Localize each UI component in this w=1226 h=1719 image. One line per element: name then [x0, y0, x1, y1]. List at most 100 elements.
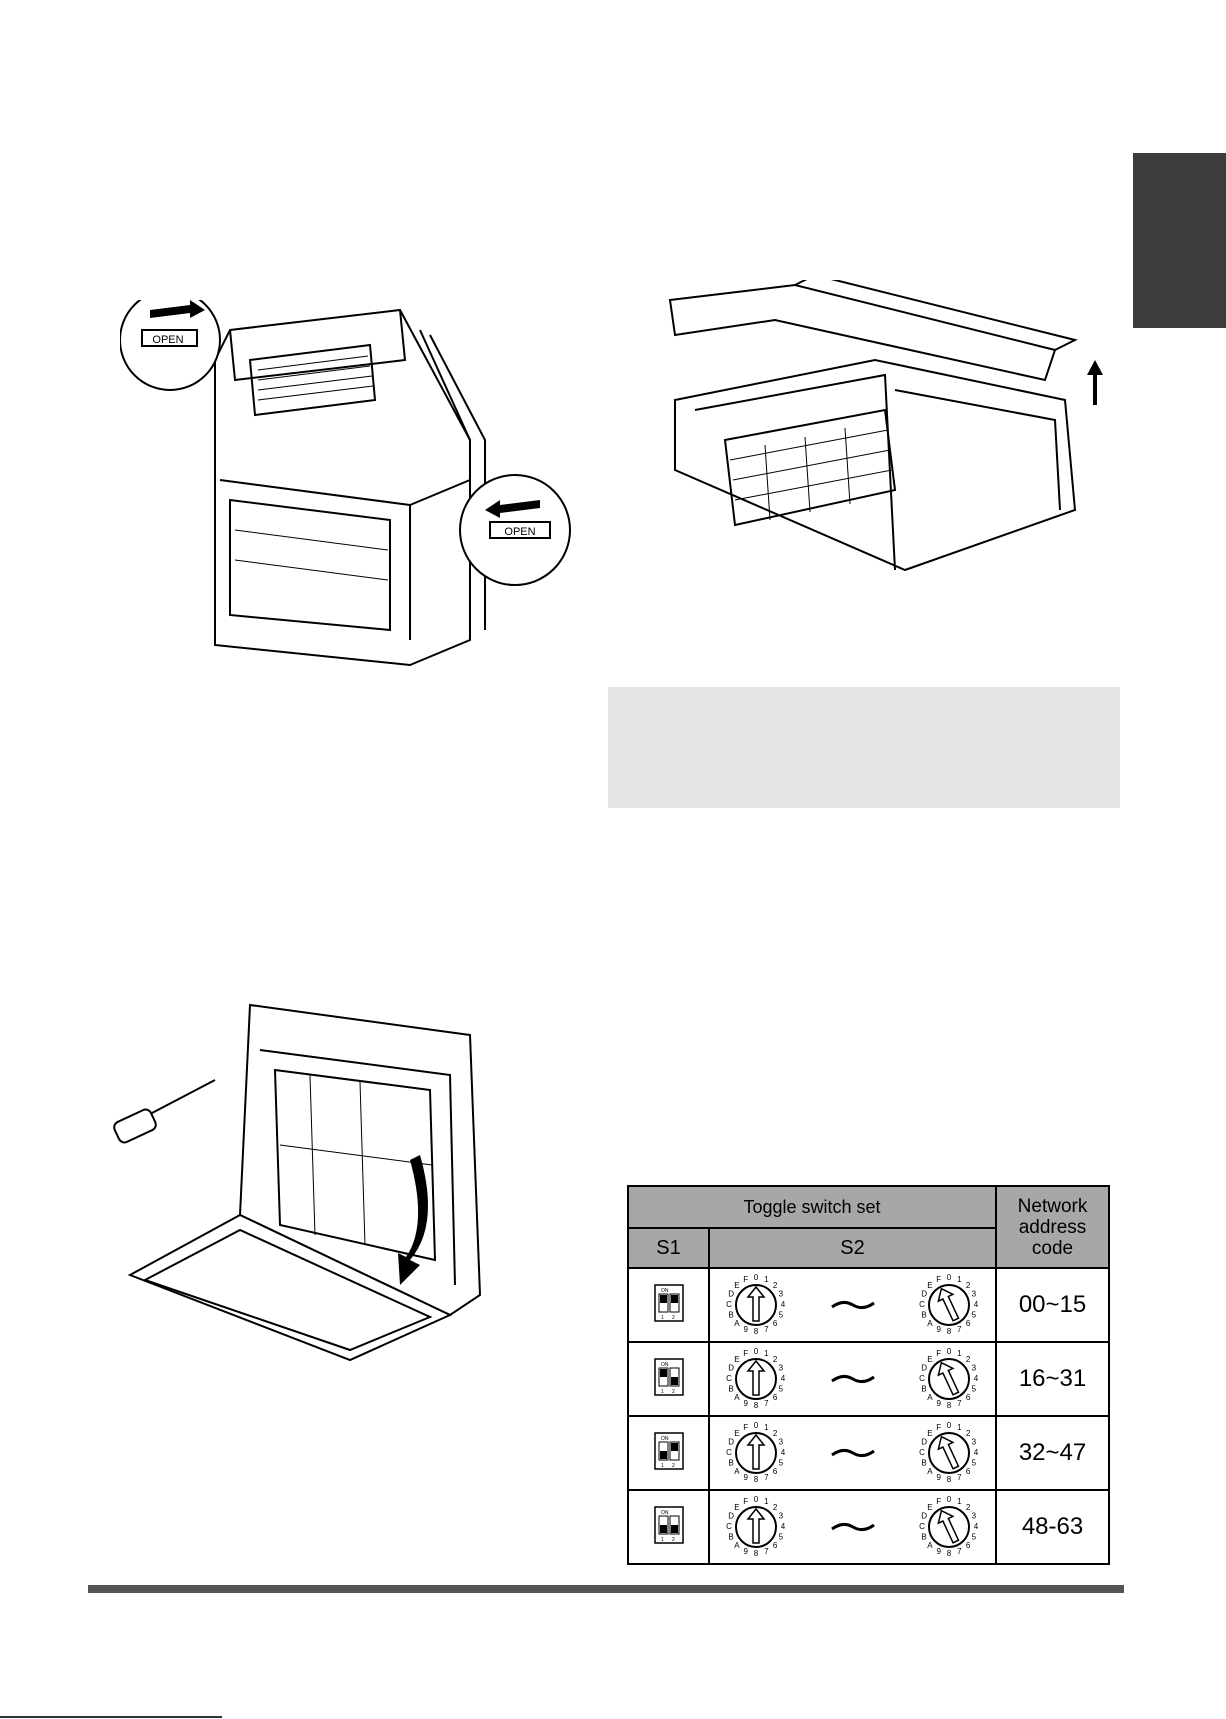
- svg-text:9: 9: [743, 1473, 748, 1482]
- svg-text:6: 6: [966, 1319, 971, 1328]
- svg-text:E: E: [734, 1503, 739, 1512]
- svg-text:E: E: [927, 1355, 932, 1364]
- svg-text:ON: ON: [661, 1436, 669, 1442]
- svg-text:B: B: [728, 1532, 733, 1541]
- svg-text:5: 5: [779, 1532, 784, 1541]
- svg-text:A: A: [927, 1319, 933, 1328]
- open-label-left: OPEN: [152, 334, 183, 346]
- svg-text:ON: ON: [661, 1362, 669, 1368]
- svg-text:C: C: [919, 1300, 925, 1309]
- svg-text:F: F: [936, 1275, 941, 1284]
- svg-text:D: D: [921, 1512, 927, 1521]
- svg-text:D: D: [728, 1290, 734, 1299]
- svg-text:B: B: [728, 1458, 733, 1467]
- svg-text:4: 4: [781, 1522, 786, 1531]
- svg-text:3: 3: [972, 1290, 977, 1299]
- svg-text:6: 6: [773, 1319, 778, 1328]
- panel-removal-figure: [113, 1003, 482, 1362]
- svg-text:0: 0: [947, 1495, 952, 1504]
- svg-text:1: 1: [764, 1349, 769, 1358]
- svg-text:0: 0: [754, 1347, 759, 1356]
- svg-text:9: 9: [936, 1399, 941, 1408]
- svg-text:6: 6: [966, 1541, 971, 1550]
- footer-line: [0, 1716, 222, 1718]
- svg-text:ON: ON: [661, 1510, 669, 1516]
- svg-text:9: 9: [743, 1325, 748, 1334]
- svg-text:8: 8: [754, 1475, 759, 1484]
- range-tilde-icon: [830, 1522, 875, 1532]
- svg-text:0: 0: [754, 1421, 759, 1430]
- svg-text:D: D: [921, 1290, 927, 1299]
- svg-text:1: 1: [764, 1275, 769, 1284]
- svg-text:E: E: [734, 1355, 739, 1364]
- svg-text:6: 6: [966, 1467, 971, 1476]
- header-s1: S1: [627, 1227, 710, 1269]
- svg-text:2: 2: [966, 1281, 971, 1290]
- svg-text:7: 7: [764, 1399, 769, 1408]
- svg-text:2: 2: [966, 1429, 971, 1438]
- svg-text:4: 4: [781, 1300, 786, 1309]
- svg-text:1: 1: [957, 1497, 962, 1506]
- svg-text:D: D: [728, 1512, 734, 1521]
- svg-text:C: C: [726, 1448, 732, 1457]
- svg-text:3: 3: [972, 1364, 977, 1373]
- svg-text:E: E: [734, 1429, 739, 1438]
- svg-text:8: 8: [947, 1549, 952, 1558]
- unit-open-figure: OPEN OPEN: [120, 300, 571, 667]
- svg-text:7: 7: [764, 1325, 769, 1334]
- side-tab: [1133, 153, 1226, 328]
- svg-text:8: 8: [947, 1327, 952, 1336]
- svg-text:D: D: [921, 1438, 927, 1447]
- svg-text:D: D: [921, 1364, 927, 1373]
- address-code-cell: 48-63: [995, 1489, 1111, 1565]
- svg-text:F: F: [936, 1349, 941, 1358]
- svg-text:6: 6: [773, 1541, 778, 1550]
- svg-text:8: 8: [947, 1475, 952, 1484]
- svg-text:A: A: [734, 1393, 740, 1402]
- header-toggle-switch-set: Toggle switch set: [626, 1185, 998, 1229]
- svg-text:7: 7: [764, 1547, 769, 1556]
- svg-text:A: A: [734, 1467, 740, 1476]
- svg-text:5: 5: [779, 1310, 784, 1319]
- svg-text:C: C: [919, 1448, 925, 1457]
- svg-text:9: 9: [936, 1547, 941, 1556]
- range-tilde-icon: [830, 1448, 875, 1458]
- svg-text:ON: ON: [661, 1288, 669, 1294]
- svg-text:5: 5: [779, 1458, 784, 1467]
- svg-text:5: 5: [972, 1458, 977, 1467]
- svg-text:8: 8: [754, 1549, 759, 1558]
- svg-text:1: 1: [957, 1275, 962, 1284]
- svg-text:1: 1: [957, 1349, 962, 1358]
- svg-text:1: 1: [661, 1389, 664, 1395]
- svg-text:B: B: [728, 1384, 733, 1393]
- svg-text:4: 4: [781, 1448, 786, 1457]
- svg-text:1: 1: [764, 1423, 769, 1432]
- svg-text:9: 9: [743, 1399, 748, 1408]
- svg-text:7: 7: [957, 1399, 962, 1408]
- svg-text:2: 2: [773, 1281, 778, 1290]
- svg-text:2: 2: [773, 1503, 778, 1512]
- svg-text:2: 2: [672, 1463, 675, 1469]
- svg-text:3: 3: [779, 1438, 784, 1447]
- svg-text:F: F: [743, 1423, 748, 1432]
- svg-text:8: 8: [947, 1401, 952, 1410]
- svg-text:C: C: [726, 1522, 732, 1531]
- open-label-right: OPEN: [504, 526, 535, 538]
- svg-text:D: D: [728, 1364, 734, 1373]
